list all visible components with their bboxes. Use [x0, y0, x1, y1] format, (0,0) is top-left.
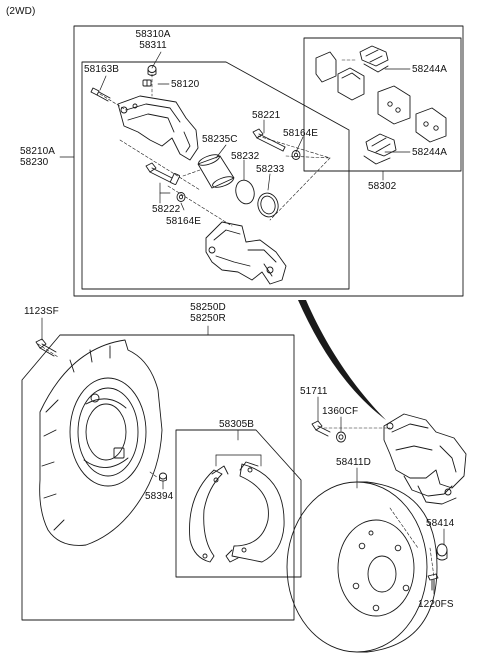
- callout-piston-seal: 58232: [231, 151, 260, 162]
- variant-label: (2WD): [6, 6, 36, 17]
- parking-shoe-right: [225, 461, 285, 563]
- caliper-inner-frame: [81, 61, 350, 290]
- parking-shoe-left: [189, 465, 229, 563]
- callout-caliper-housing-bottom: 58230: [20, 157, 49, 168]
- hub-cap: [436, 543, 448, 561]
- brake-disc: [286, 481, 438, 653]
- caliper-housing-upper: [117, 95, 199, 161]
- callout-bleeder-cap: 58120: [171, 79, 200, 90]
- callout-piston-boot: 58233: [256, 164, 285, 175]
- backing-plate: [39, 339, 163, 546]
- callout-disc-screw: 1220FS: [418, 599, 454, 610]
- callout-boot-upper: 58164E: [283, 128, 319, 139]
- piston-seal: [235, 179, 255, 205]
- backing-plate-frame: [21, 334, 295, 621]
- pad-kit-frame: [303, 37, 462, 172]
- caliper-carrier: [205, 221, 287, 285]
- callout-caliper-assy-bottom: 58311: [139, 40, 167, 51]
- guide-rod-upper: [252, 128, 286, 152]
- brake-pad-1: [315, 51, 337, 83]
- callout-hub-cap: 58414: [426, 518, 455, 529]
- caliper-group-frame: [73, 25, 464, 297]
- callout-piston: 58235C: [202, 134, 238, 145]
- callout-guide-rod-lower: 58222: [152, 204, 181, 215]
- caliper-assembled: [383, 413, 467, 505]
- callout-caliper-bolt: 51711: [300, 386, 328, 397]
- boot-lower: [176, 192, 186, 202]
- backing-bolt: [35, 338, 57, 357]
- brake-pad-3: [377, 85, 411, 125]
- plug: [159, 472, 167, 482]
- assembly-sweep-line: [298, 300, 386, 420]
- callout-pad-spring-lower: 58244A: [412, 147, 448, 158]
- callout-washer: 1360CF: [322, 406, 359, 417]
- bleeder-cap: [147, 65, 157, 76]
- bleeder-screw: [90, 87, 111, 102]
- callout-caliper-assy-top: 58310A: [135, 29, 171, 40]
- callout-disc: 58411D: [336, 457, 371, 468]
- callout-pad-spring-upper: 58244A: [412, 64, 448, 75]
- callout-backing-plate-top: 58250D: [190, 302, 226, 313]
- callout-backing-plate-bottom: 58250R: [190, 313, 226, 324]
- callout-boot-lower: 58164E: [166, 216, 202, 227]
- piston-boot: [257, 192, 279, 218]
- callout-parking-shoe-kit: 58305B: [219, 419, 255, 430]
- washer: [336, 431, 346, 443]
- caliper-bolt: [311, 420, 331, 437]
- shoe-kit-frame: [175, 429, 302, 578]
- callout-guide-rod-upper: 58221: [252, 110, 281, 121]
- callout-caliper-housing-top: 58210A: [20, 146, 56, 157]
- boot-upper: [291, 150, 301, 160]
- callout-plug: 58394: [145, 491, 174, 502]
- disc-screw: [427, 573, 439, 591]
- guide-rod-lower: [145, 162, 180, 185]
- pad-spring-lower: [363, 133, 397, 165]
- piston: [197, 154, 235, 189]
- brake-pad-2: [337, 67, 365, 101]
- callout-bleeder-screw: 58163B: [84, 64, 120, 75]
- bleeder-cap-small: [142, 79, 152, 87]
- leader-lines: [41, 51, 445, 595]
- pad-spring-upper: [359, 45, 389, 73]
- callout-pad-kit: 58302: [368, 181, 397, 192]
- brake-pad-4: [415, 107, 447, 143]
- callout-backing-bolt: 1123SF: [24, 306, 59, 317]
